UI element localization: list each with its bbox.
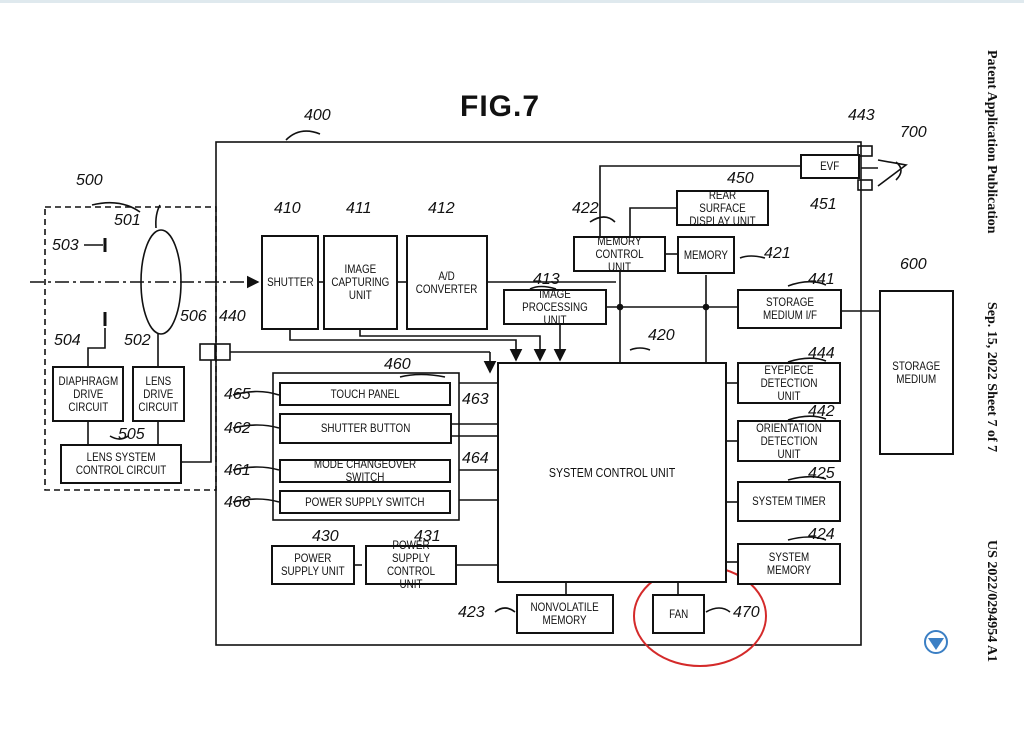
ref-423: 423 xyxy=(458,604,485,621)
ref-502: 502 xyxy=(124,332,151,349)
touch-panel-block: TOUCH PANEL xyxy=(279,382,451,406)
ref-462: 462 xyxy=(224,420,251,437)
ref-464: 464 xyxy=(462,450,489,467)
image-processing-block: IMAGE PROCESSING UNIT xyxy=(503,287,607,326)
system-control-block: SYSTEM CONTROL UNIT xyxy=(497,362,727,583)
figure-title: FIG.7 xyxy=(460,90,541,123)
eyepiece-detection-block: EYEPIECE DETECTION UNIT xyxy=(737,362,841,404)
ref-444: 444 xyxy=(808,345,835,362)
evf-block: EVF xyxy=(800,154,860,179)
shutter-block: SHUTTER xyxy=(261,235,319,330)
ref-470: 470 xyxy=(733,604,760,621)
orientation-detection-block: ORIENTATION DETECTION UNIT xyxy=(737,420,841,462)
ref-443: 443 xyxy=(848,107,875,124)
power-supply-control-block: POWER SUPPLY CONTROL UNIT xyxy=(365,539,457,591)
ref-422: 422 xyxy=(572,200,599,217)
ref-504: 504 xyxy=(54,332,81,349)
camera-body-frame xyxy=(215,141,862,646)
patent-number-label: US 2022/0294954 A1 xyxy=(984,540,999,663)
lens-501 xyxy=(140,229,182,335)
ref-463: 463 xyxy=(462,391,489,408)
system-memory-block: SYSTEM MEMORY xyxy=(737,543,841,585)
ref-600: 600 xyxy=(900,256,927,273)
ref-450: 450 xyxy=(727,170,754,187)
ref-421: 421 xyxy=(764,245,791,262)
ref-465: 465 xyxy=(224,386,251,403)
ref-441: 441 xyxy=(808,271,835,288)
ref-431: 431 xyxy=(414,528,441,545)
ref-700: 700 xyxy=(900,124,927,141)
ref-501: 501 xyxy=(114,212,141,229)
ref-411: 411 xyxy=(346,200,372,217)
power-supply-unit-block: POWER SUPPLY UNIT xyxy=(271,545,355,585)
watermark-logo-icon xyxy=(924,630,948,654)
ref-412: 412 xyxy=(428,200,455,217)
power-supply-switch-block: POWER SUPPLY SWITCH xyxy=(279,490,451,514)
ref-461: 461 xyxy=(224,462,251,479)
system-timer-block: SYSTEM TIMER xyxy=(737,481,841,522)
lens-system-control-block: LENS SYSTEM CONTROL CIRCUIT xyxy=(60,444,182,484)
ref-466: 466 xyxy=(224,494,251,511)
ref-503: 503 xyxy=(52,237,79,254)
ref-424: 424 xyxy=(808,526,835,543)
ref-451: 451 xyxy=(810,196,837,213)
mode-changeover-switch-block: MODE CHANGEOVER SWITCH xyxy=(279,458,451,484)
storage-medium-block: STORAGE MEDIUM xyxy=(879,290,954,455)
memory-block: MEMORY xyxy=(677,236,735,274)
publication-label: Patent Application Publication xyxy=(984,50,999,234)
fan-block: FAN xyxy=(652,594,705,634)
ref-430: 430 xyxy=(312,528,339,545)
ref-500: 500 xyxy=(76,172,103,189)
diaphragm-drive-block: DIAPHRAGM DRIVE CIRCUIT xyxy=(52,366,124,422)
ref-506: 506 xyxy=(180,308,207,325)
storage-medium-if-block: STORAGE MEDIUM I/F xyxy=(737,289,842,329)
ref-413: 413 xyxy=(533,271,560,288)
top-edge xyxy=(0,0,1024,3)
ad-converter-block: A/D CONVERTER xyxy=(406,235,488,330)
rear-surface-display-block: REAR SURFACE DISPLAY UNIT xyxy=(676,188,769,227)
ref-420: 420 xyxy=(648,327,675,344)
ref-440: 440 xyxy=(219,308,246,325)
ref-425: 425 xyxy=(808,465,835,482)
ref-410: 410 xyxy=(274,200,301,217)
memory-control-block: MEMORY CONTROL UNIT xyxy=(573,234,666,273)
ref-505: 505 xyxy=(118,426,145,443)
nonvolatile-memory-block: NONVOLATILE MEMORY xyxy=(516,594,614,634)
shutter-button-block: SHUTTER BUTTON xyxy=(279,413,452,444)
image-capturing-block: IMAGE CAPTURING UNIT xyxy=(323,235,398,330)
ref-460: 460 xyxy=(384,356,411,373)
date-sheet-label: Sep. 15, 2022 Sheet 7 of 7 xyxy=(984,302,999,453)
ref-442: 442 xyxy=(808,403,835,420)
ref-400: 400 xyxy=(304,107,331,124)
lens-drive-block: LENS DRIVE CIRCUIT xyxy=(132,366,185,422)
